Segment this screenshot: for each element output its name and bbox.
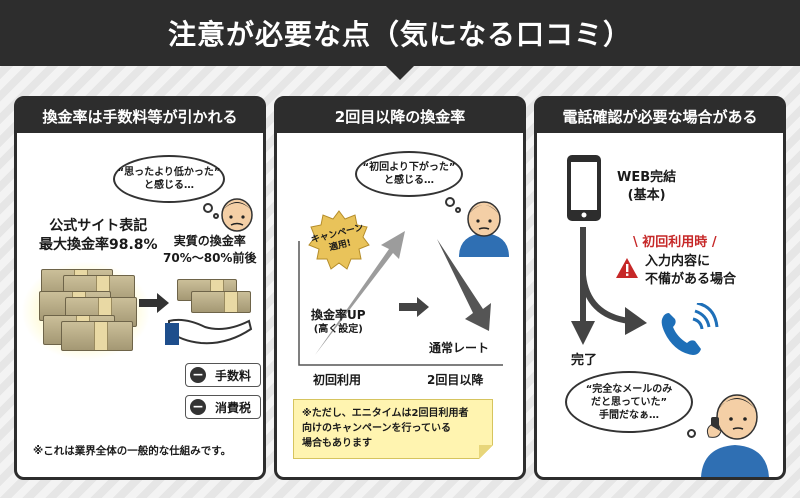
- minus-icon: −: [190, 367, 206, 383]
- bubble-dot: [203, 203, 213, 213]
- complete-label: 完了: [571, 353, 598, 368]
- rate-up-label: 換金率UP (高く設定): [311, 308, 366, 336]
- panel-title-phone-check: 電話確認が必要な場合がある: [562, 107, 758, 126]
- bubble-line: 手間だなぁ…: [599, 409, 659, 421]
- panel-title-commission: 換金率は手数料等が引かれる: [42, 107, 238, 126]
- tag-fee: − 手数料: [185, 363, 261, 387]
- panel-second-time: 2回目以降の換金率 “初回より下がった” と感じる… キャンペーン 適用! 換金…: [274, 96, 526, 480]
- bubble-dot: [687, 429, 696, 438]
- minus-icon: −: [190, 399, 206, 415]
- bubble-line: “初回より下がった”: [362, 162, 456, 173]
- title-pointer: [384, 64, 416, 80]
- panel-title-second-time: 2回目以降の換金率: [334, 107, 466, 126]
- x-label-first: 初回利用: [313, 373, 362, 387]
- arrow-right-icon: [139, 293, 169, 313]
- warning-icon: [616, 258, 638, 278]
- bubble-line: だと思っていた”: [590, 396, 668, 408]
- thought-bubble-hassle: “完全なメールのみ だと思っていた” 手間だなぁ…: [565, 371, 693, 433]
- title-bar: 注意が必要な点（気になる口コミ）: [0, 0, 800, 66]
- phone-call-icon: [661, 303, 719, 355]
- official-rate-label: 公式サイト表記 最大換金率98.8%: [39, 218, 158, 253]
- x-label-second: 2回目以降: [427, 373, 484, 387]
- tag-tax: − 消費税: [185, 395, 261, 419]
- thought-bubble-down: “初回より下がった” と感じる…: [355, 151, 463, 197]
- hand-icon: [165, 318, 253, 345]
- first-time-label: \ 初回利用時 /: [633, 235, 717, 250]
- bubble-line: “思ったより低かった”: [117, 167, 221, 178]
- incomplete-input-label: 入力内容に 不備がある場合: [645, 254, 737, 288]
- confused-person-icon: [459, 201, 509, 257]
- thought-bubble-low: “思ったより低かった” と感じる…: [113, 155, 225, 203]
- panel-commission: 換金率は手数料等が引かれる “思ったより低かった” と感じる… 公式サイト表記 …: [14, 96, 266, 480]
- panel-header-second-time: 2回目以降の換金率: [277, 99, 523, 133]
- money-stack-large: [39, 269, 139, 359]
- bubble-line: と感じる…: [384, 175, 434, 186]
- smartphone-icon: [567, 155, 601, 221]
- page-title: 注意が必要な点（気になる口コミ）: [167, 18, 632, 51]
- bubble-line: “完全なメールのみ: [585, 383, 673, 395]
- money-stack-small: [177, 279, 257, 319]
- man-on-phone-icon: [701, 394, 769, 477]
- rate-chart: [298, 231, 503, 366]
- bubble-dot: [445, 197, 455, 207]
- panel-header-phone-check: 電話確認が必要な場合がある: [537, 99, 783, 133]
- worried-person-icon: [221, 198, 253, 232]
- panel-phone-check: 電話確認が必要な場合がある WEB完結 (基本) \ 初回利用時 / 入力内容に…: [534, 96, 786, 480]
- panel-header-commission: 換金率は手数料等が引かれる: [17, 99, 263, 133]
- footnote: ※これは業界全体の一般的な仕組みです。: [33, 445, 232, 457]
- actual-rate-label: 実質の換金率 70%〜80%前後: [163, 234, 257, 265]
- web-complete-label: WEB完結 (基本): [617, 170, 677, 203]
- flow-arrows: [571, 227, 647, 345]
- bubble-dot: [455, 207, 461, 213]
- campaign-badge: [308, 210, 370, 270]
- normal-rate-label: 通常レート: [429, 341, 490, 355]
- bubble-dot: [213, 213, 219, 219]
- campaign-note: ※ただし、エニタイムは2回目利用者 向けのキャンペーンを行っている 場合もありま…: [293, 399, 493, 459]
- bubble-line: と感じる…: [144, 180, 194, 191]
